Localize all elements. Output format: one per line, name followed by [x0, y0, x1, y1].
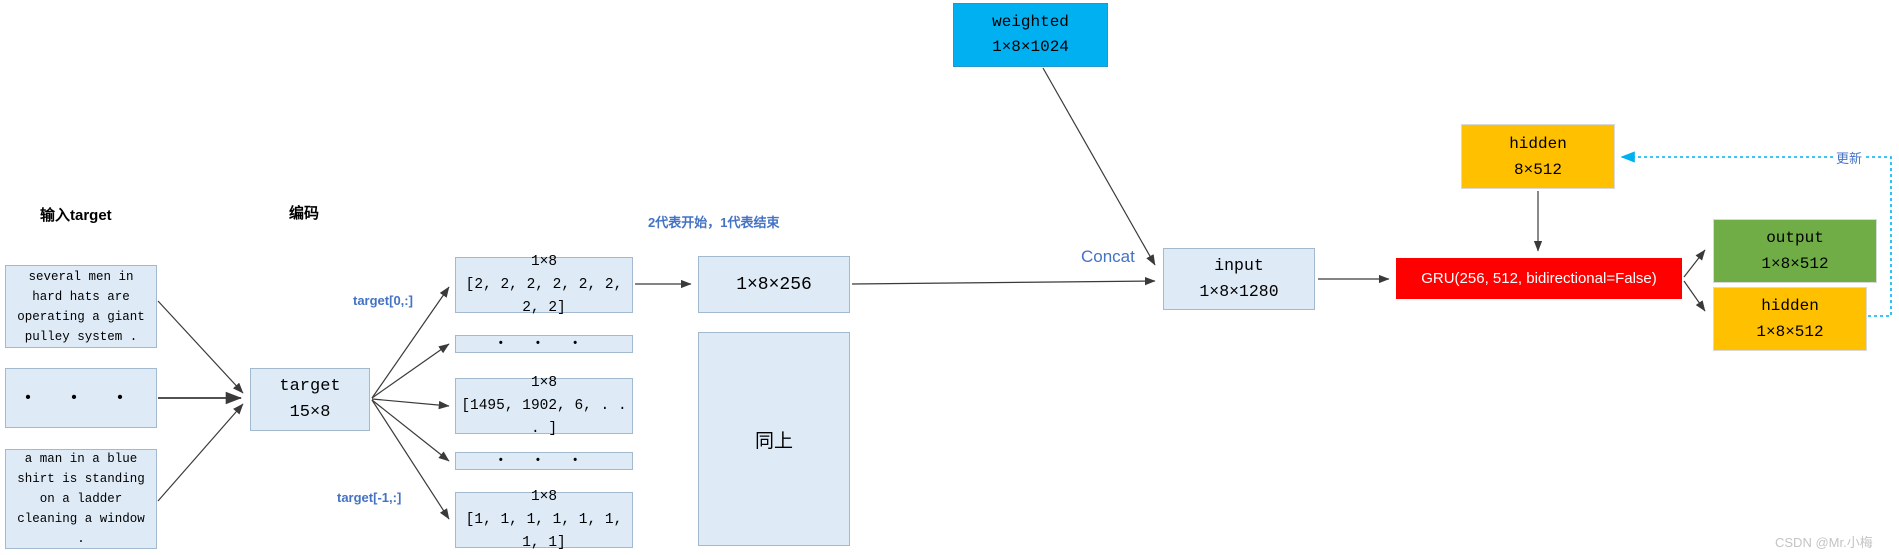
node-enc-last: 1×8 [1, 1, 1, 1, 1, 1, 1, 1] [455, 489, 633, 551]
enc-last-values: [1, 1, 1, 1, 1, 1, 1, 1] [465, 511, 623, 551]
concat-label: Concat [1081, 247, 1135, 266]
sentence-top-text: several men in hard hats are operating a… [17, 269, 145, 344]
node-output: output 1×8×512 [1713, 219, 1877, 283]
enc-first-shape: 1×8 [530, 253, 558, 270]
node-enc-mid: 1×8 [1495, 1902, 6, . . . ] [455, 375, 633, 437]
arrow-gru-to-hidden-out [1683, 280, 1706, 312]
weighted-title: weighted [992, 13, 1069, 31]
sentence-bottom-text: a man in a blue shirt is standing on a l… [17, 452, 145, 546]
embedded-shape: 1×8×256 [736, 274, 812, 295]
output-shape: 1×8×512 [1761, 255, 1829, 273]
node-hidden-state: hidden 8×512 [1461, 124, 1615, 189]
target-last-row-label: target[-1,:] [337, 490, 402, 505]
ellipsis-text: • • • [23, 389, 139, 407]
arrow-sentence-top-to-target [157, 300, 244, 394]
node-sentence-bottom: a man in a blue shirt is standing on a l… [5, 449, 157, 549]
enc-last-shape: 1×8 [530, 488, 558, 505]
input-shape: 1×8×1280 [1199, 282, 1279, 301]
node-input: input 1×8×1280 [1163, 248, 1315, 310]
enc-first-values: [2, 2, 2, 2, 2, 2, 2, 2] [465, 276, 623, 316]
enc-mid-shape: 1×8 [530, 374, 558, 391]
node-gru: GRU(256, 512, bidirectional=False) [1396, 258, 1682, 299]
arrow-target-to-enc-mid [371, 398, 450, 410]
hidden-out-title: hidden [1761, 297, 1819, 315]
node-enc-first: 1×8 [2, 2, 2, 2, 2, 2, 2, 2] [455, 254, 633, 316]
hidden-out-shape: 1×8×512 [1756, 323, 1824, 341]
token-note-label: 2代表开始，1代表结束 [648, 215, 780, 230]
node-sentence-ellipsis: • • • [5, 368, 157, 428]
node-weighted: weighted 1×8×1024 [953, 3, 1108, 67]
arrow-target-to-enc-dots-a [371, 343, 450, 399]
ellipsis-text: • • • [497, 338, 591, 350]
hidden-state-shape: 8×512 [1513, 160, 1562, 179]
arrow-target-to-enc-dots-b [371, 399, 450, 462]
node-enc-dots-b: • • • [455, 452, 633, 470]
update-label: 更新 [1833, 148, 1866, 167]
node-sentence-top: several men in hard hats are operating a… [5, 265, 157, 348]
arrow-sentence-bottom-to-target [157, 403, 244, 502]
target-shape: 15×8 [289, 402, 331, 422]
node-same-as-above: 同上 [698, 332, 850, 546]
encode-heading: 编码 [289, 205, 320, 222]
weighted-shape: 1×8×1024 [992, 38, 1069, 56]
node-embedded: 1×8×256 [698, 256, 850, 313]
target-title: target [279, 376, 341, 396]
gru-text: GRU(256, 512, bidirectional=False) [1421, 270, 1657, 287]
arrow-embedded-to-input [851, 276, 1156, 286]
input-target-heading: 输入target [40, 207, 112, 224]
enc-mid-values: [1495, 1902, 6, . . . ] [461, 397, 627, 437]
arrow-gru-to-output [1683, 249, 1706, 278]
node-enc-dots-a: • • • [455, 335, 633, 353]
target-first-row-label: target[0,:] [353, 293, 413, 308]
watermark: CSDN @Mr.小梅 [1775, 535, 1873, 550]
input-title: input [1214, 256, 1264, 275]
ellipsis-text: • • • [497, 455, 591, 467]
node-hidden-out: hidden 1×8×512 [1713, 287, 1867, 351]
same-as-above-text: 同上 [754, 430, 793, 452]
node-target: target 15×8 [250, 368, 370, 431]
arrow-weighted-to-input [1042, 67, 1156, 266]
hidden-state-title: hidden [1509, 134, 1567, 153]
output-title: output [1766, 229, 1824, 247]
